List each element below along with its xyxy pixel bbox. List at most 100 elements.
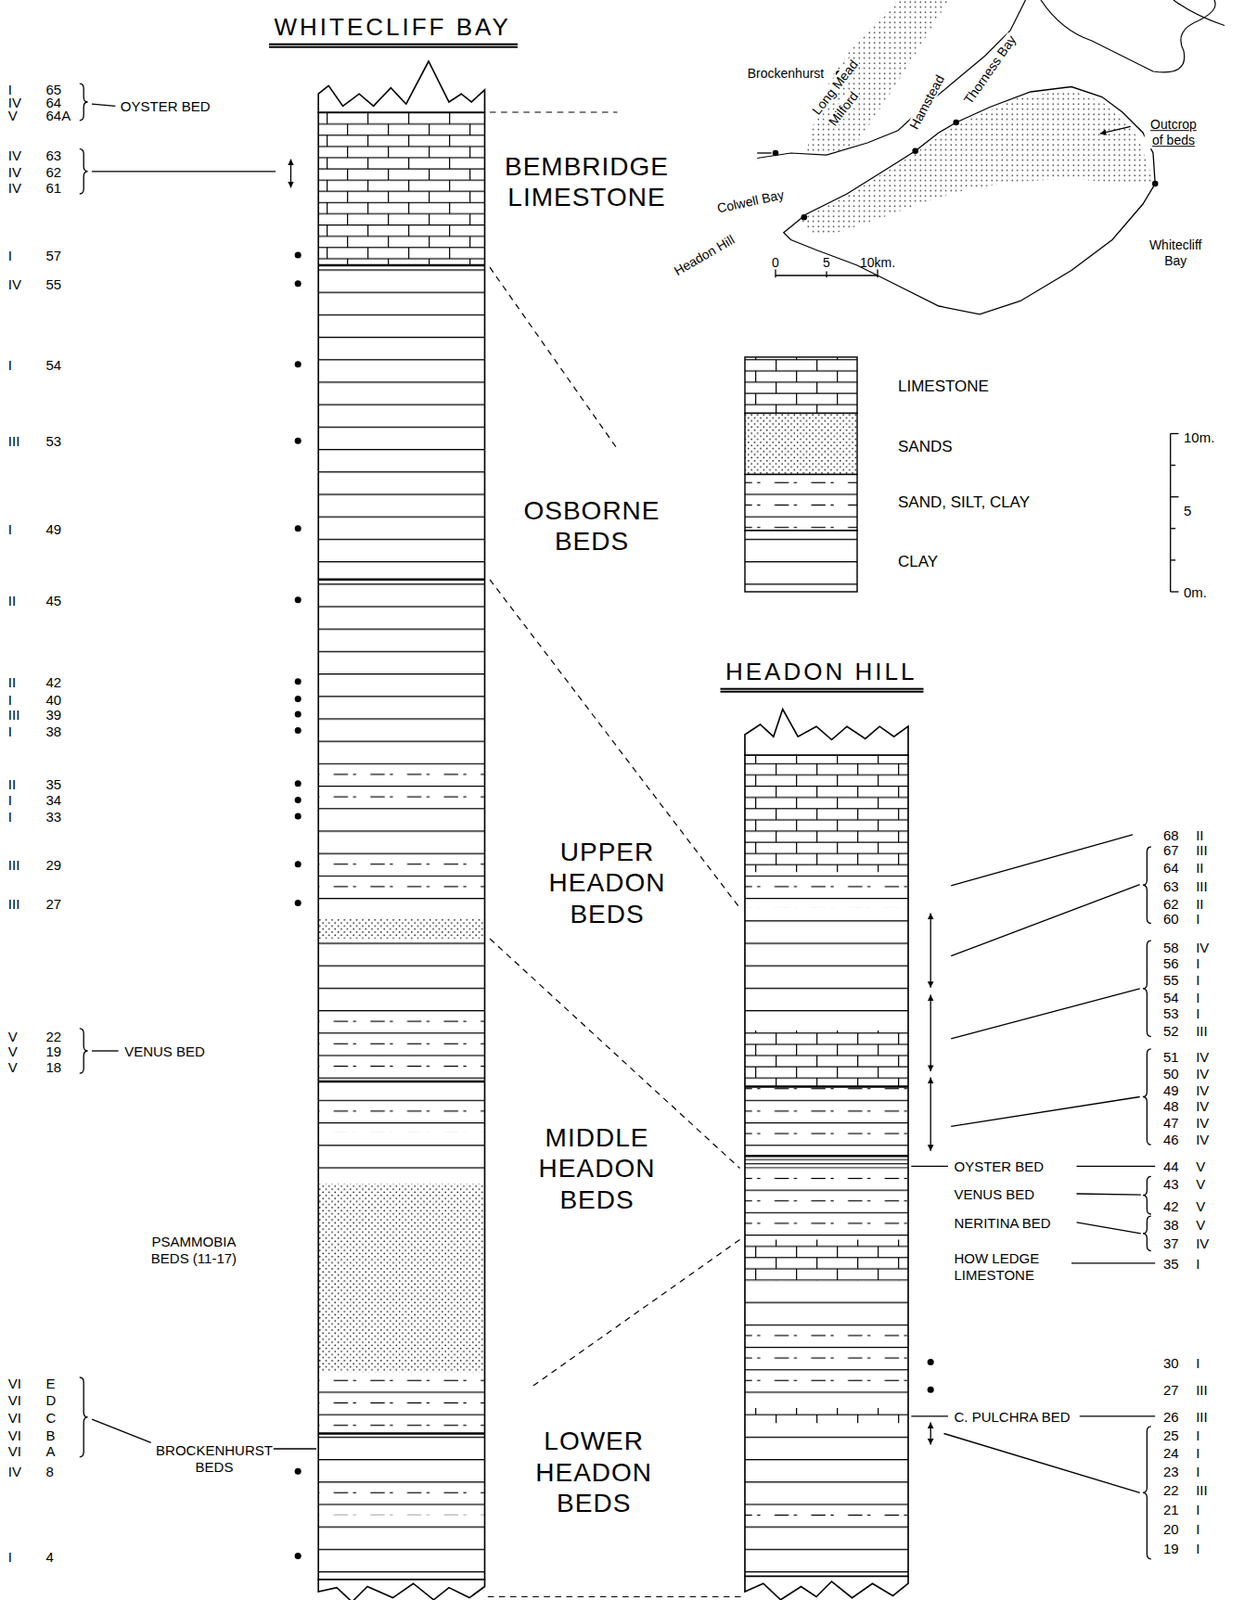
rock-layer: [318, 816, 485, 863]
bed-number: 46: [1163, 1131, 1180, 1146]
rock-layer: [744, 1281, 909, 1328]
series-numeral: IV: [1195, 1131, 1209, 1146]
map-scale-label: 0: [771, 256, 780, 270]
rock-layer: [318, 1015, 485, 1078]
bed-number: D: [46, 1393, 57, 1408]
leader-line: [944, 1434, 1141, 1494]
bed-number: 54: [46, 357, 63, 372]
outcrop-area: [801, 89, 1155, 235]
rock-layer: [744, 872, 909, 910]
bed-number: 8: [46, 1464, 54, 1479]
rock-layer: [744, 1423, 909, 1501]
series-numeral: IV: [8, 164, 22, 179]
bed-number: 57: [46, 248, 63, 263]
series-numeral: I: [8, 357, 13, 372]
legend-label: SAND, SILT, CLAY: [897, 494, 1030, 511]
sample-dot: [294, 678, 302, 685]
bed-number: 55: [1163, 973, 1180, 988]
bed-number: 40: [46, 692, 63, 706]
heading-text: HEADON HILL: [725, 658, 918, 686]
formation-name: BEMBRIDGE LIMESTONE: [485, 151, 690, 214]
series-numeral: I: [1195, 956, 1200, 971]
scale-bar: [1169, 434, 1171, 593]
series-numeral: V: [1195, 1199, 1206, 1214]
rock-layer: [744, 908, 909, 1031]
rock-layer: [318, 1077, 485, 1098]
scale-label: 5: [1183, 503, 1192, 518]
series-numeral: VI: [8, 1444, 22, 1459]
formation-name: LOWER HEADON BEDS: [517, 1425, 671, 1520]
series-numeral: IV: [1195, 939, 1209, 954]
rock-layer: [318, 1434, 485, 1491]
bed-number: 55: [46, 276, 63, 291]
bed-number: 65: [46, 81, 63, 96]
bed-number: 68: [1163, 827, 1180, 842]
heading-text: WHITECLIFF BAY: [274, 13, 513, 41]
rock-layer: [318, 1132, 485, 1184]
rock-layer: [744, 1030, 909, 1088]
rock-layer: [318, 1515, 485, 1580]
map-scale-tick: [825, 271, 827, 279]
weathered-base: [744, 1577, 909, 1600]
bed-number: 48: [1163, 1099, 1180, 1114]
series-numeral: III: [1195, 878, 1208, 893]
bed-number: 35: [46, 776, 63, 791]
series-numeral: V: [8, 1044, 18, 1059]
scale-tick: [1170, 559, 1177, 561]
legend-label: LIMESTONE: [897, 377, 989, 394]
rock-layer: [744, 1500, 909, 1521]
bed-number: 30: [1163, 1355, 1180, 1370]
bed-number: C: [46, 1410, 57, 1424]
bed-name: OYSTER BED: [120, 99, 211, 114]
series-numeral: V: [1195, 1218, 1206, 1232]
bed-name: HOW LEDGE LIMESTONE: [954, 1250, 1063, 1284]
coastline: [1173, 0, 1225, 26]
series-numeral: III: [1195, 843, 1208, 858]
leader-line: [950, 1097, 1141, 1128]
sample-dot: [294, 1468, 302, 1475]
bed-number: 23: [1163, 1464, 1180, 1479]
scale-tick: [1170, 496, 1180, 498]
bed-number: 54: [1163, 989, 1180, 1004]
rock-layer: [744, 1326, 909, 1398]
brace: [1142, 1049, 1152, 1145]
series-numeral: I: [8, 723, 13, 738]
bed-number: 60: [1163, 911, 1180, 926]
rock-layer: [744, 1408, 909, 1424]
rock-layer: [318, 862, 485, 889]
bed-number: A: [46, 1444, 56, 1459]
bed-number: 35: [1163, 1256, 1180, 1270]
leader-line: [950, 988, 1141, 1039]
bed-number: 50: [1163, 1066, 1180, 1081]
series-numeral: I: [1195, 1446, 1200, 1461]
sample-dot: [294, 780, 302, 787]
leader-line: [1077, 1166, 1156, 1168]
sample-dot: [294, 695, 302, 703]
bed-number: 45: [46, 592, 63, 607]
formation-name: OSBORNE BEDS: [515, 495, 669, 558]
range-arrow: [930, 995, 932, 1073]
leader-line: [91, 1050, 119, 1052]
series-numeral: III: [1195, 1409, 1208, 1424]
bed-number: 4: [46, 1549, 54, 1564]
map-scale-label: 5: [822, 256, 831, 270]
series-numeral: II: [1195, 896, 1204, 911]
series-numeral: I: [1195, 989, 1200, 1004]
series-numeral: V: [1195, 1159, 1206, 1174]
series-numeral: VI: [8, 1393, 22, 1408]
correlation-line: [489, 111, 618, 113]
bed-number: 49: [1163, 1082, 1180, 1097]
series-numeral: I: [1195, 1521, 1200, 1536]
rock-layer: [318, 938, 485, 1016]
bed-number: 62: [1163, 896, 1180, 911]
series-numeral: II: [8, 776, 16, 791]
series-numeral: IV: [1195, 1082, 1209, 1097]
bed-number: 49: [46, 521, 63, 536]
leader-line: [1071, 1262, 1155, 1264]
bed-name: PSAMMOBIA BEDS (11-17): [140, 1233, 248, 1268]
series-numeral: III: [1195, 1024, 1208, 1039]
series-numeral: IV: [1195, 1066, 1209, 1081]
bed-number: 47: [1163, 1115, 1180, 1130]
rock-layer: [318, 1183, 485, 1373]
